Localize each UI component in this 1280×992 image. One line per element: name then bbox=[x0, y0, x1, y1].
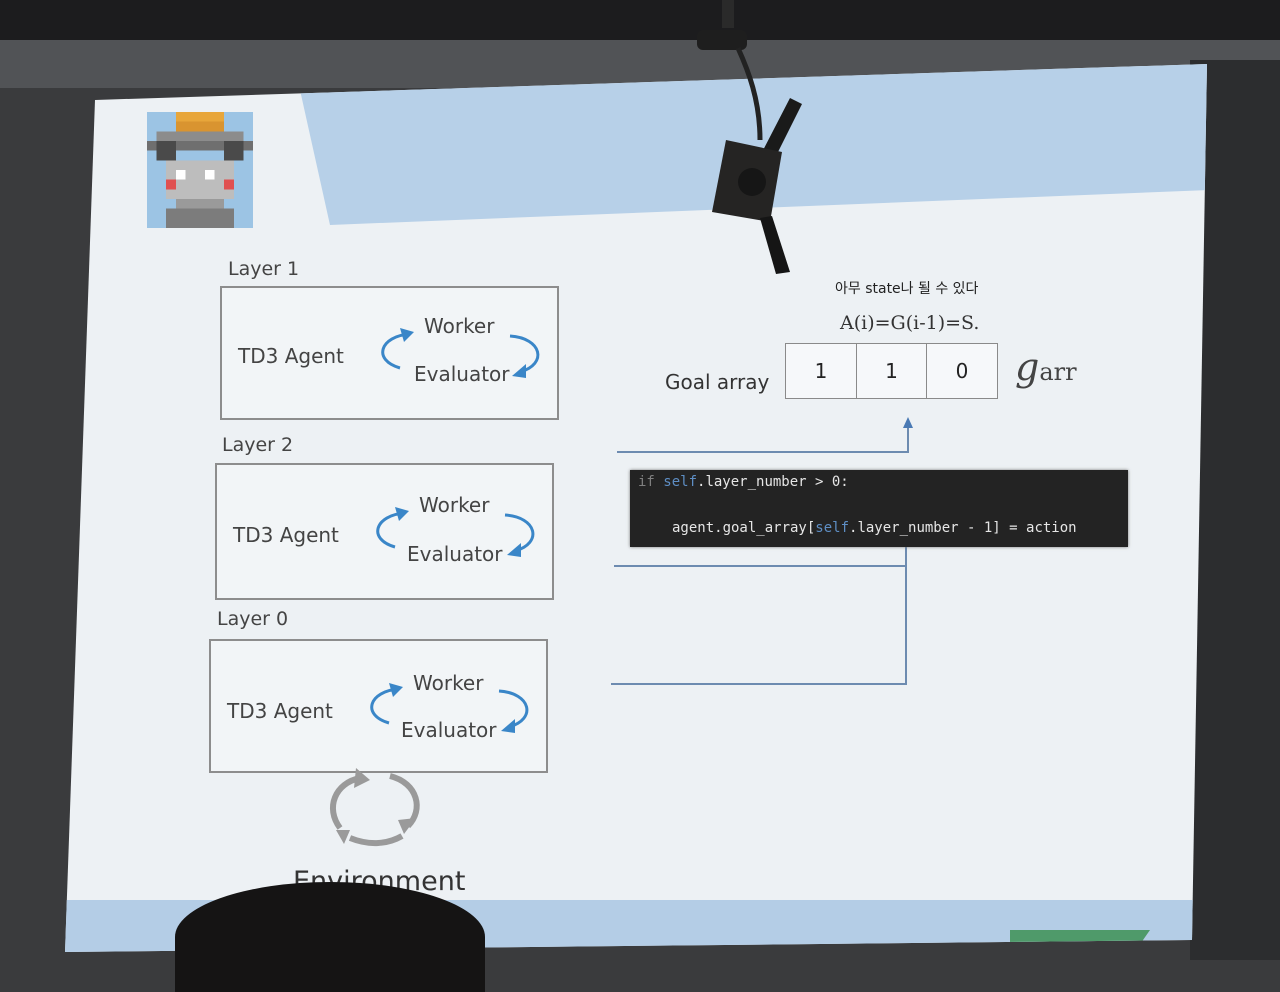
code-text: .layer_number > 0: bbox=[697, 474, 849, 490]
code-line-2: agent.goal_array[self.layer_number - 1] … bbox=[672, 520, 1077, 536]
goal-array-cell: 1 bbox=[785, 343, 857, 399]
goal-array-cell: 1 bbox=[856, 343, 928, 399]
code-self: self bbox=[663, 474, 697, 490]
goal-array-cell: 0 bbox=[926, 343, 998, 399]
hanging-device bbox=[0, 0, 1280, 300]
recycle-arrows-icon bbox=[320, 768, 430, 848]
code-text: .layer_number - 1] = action bbox=[849, 520, 1077, 536]
goal-array: 1 1 0 bbox=[785, 343, 997, 399]
audience-head bbox=[175, 882, 485, 992]
code-snippet: if self.layer_number > 0: agent.goal_arr… bbox=[630, 470, 1128, 547]
code-text: agent.goal_array[ bbox=[672, 520, 815, 536]
code-self: self bbox=[815, 520, 849, 536]
goal-formula: A(i)=G(i-1)=S. bbox=[840, 312, 979, 334]
goal-array-symbol: garr bbox=[1015, 345, 1077, 389]
goal-symbol: g bbox=[1015, 345, 1039, 389]
goal-symbol-subscript: arr bbox=[1039, 358, 1076, 386]
code-line-1: if self.layer_number > 0: bbox=[638, 474, 849, 490]
goal-array-label: Goal array bbox=[665, 370, 769, 394]
code-keyword: if bbox=[638, 474, 655, 490]
